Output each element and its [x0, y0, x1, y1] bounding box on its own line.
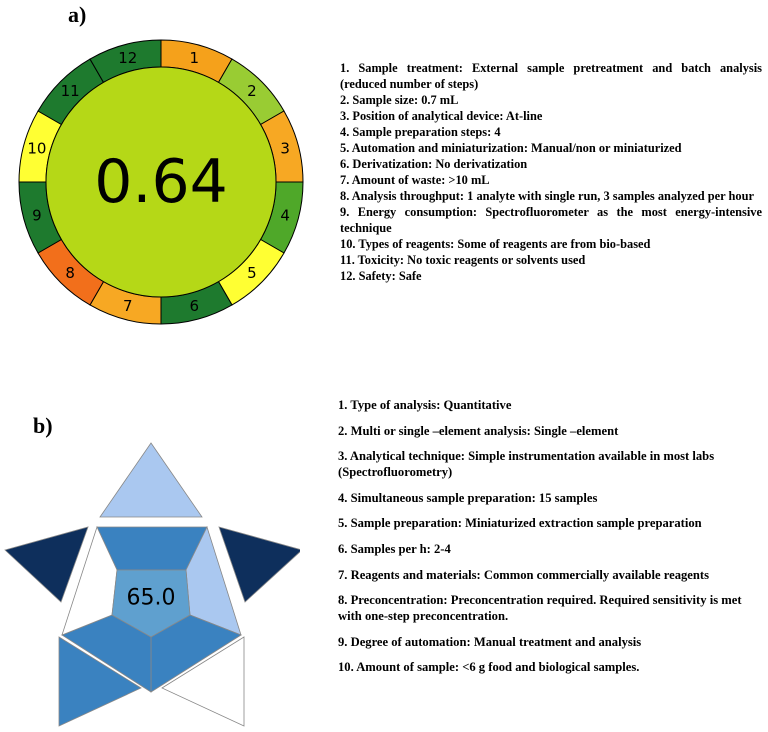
agree-criteria-list: 1. Sample treatment: External sample pre…: [340, 60, 762, 284]
bagi-center-pentagon: [111, 569, 191, 638]
bagi-criterion: 3. Analytical technique: Simple instrume…: [338, 449, 715, 479]
bagi-criterion: 7. Reagents and materials: Common commer…: [338, 567, 709, 582]
bagi-bottom-right-triangle: [161, 636, 245, 727]
panel-a-label: a): [68, 2, 87, 27]
bagi-criterion: 9. Degree of automation: Manual treatmen…: [338, 634, 642, 649]
bagi-criterion: 5. Sample preparation: Miniaturized extr…: [338, 516, 702, 531]
agree-segment-number: 4: [280, 206, 290, 224]
agree-criterion: 1. Sample treatment: External sample pre…: [340, 61, 762, 91]
bagi-criterion: 2. Multi or single –element analysis: Si…: [338, 423, 619, 438]
bagi-left-triangle: [4, 526, 89, 603]
bagi-criteria-list: 1. Type of analysis: Quantitative 2. Mult…: [338, 398, 758, 686]
agree-score: 0.64: [94, 147, 228, 217]
agree-segment-number: 3: [280, 140, 290, 158]
bagi-bottom-left-triangle: [58, 636, 142, 727]
bagi-criterion: 10. Amount of sample: <6 g food and biol…: [338, 660, 640, 675]
bagi-criterion: 1. Type of analysis: Quantitative: [338, 398, 512, 412]
agree-criterion: 5. Automation and miniaturization: Manua…: [340, 141, 682, 155]
agree-criterion: 12. Safety: Safe: [340, 269, 422, 283]
agree-criterion: 4. Sample preparation steps: 4: [340, 125, 501, 139]
agree-segment-number: 12: [118, 49, 137, 67]
bagi-pictogram: 65.0: [4, 442, 300, 727]
bagi-criterion: 4. Simultaneous sample preparation: 15 s…: [338, 490, 598, 505]
agree-criterion: 8. Analysis throughput: 1 analyte with s…: [340, 189, 755, 203]
agree-segment-number: 8: [65, 264, 75, 282]
agree-segment-number: 6: [189, 297, 199, 315]
agree-segment-number: 5: [247, 264, 257, 282]
agree-segment-number: 10: [27, 140, 46, 158]
agree-segment-number: 7: [123, 297, 133, 315]
agree-criterion: 6. Derivatization: No derivatization: [340, 157, 528, 171]
agree-criterion: 11. Toxicity: No toxic reagents or solve…: [340, 253, 586, 267]
bagi-criterion: 8. Preconcentration: Preconcentration re…: [338, 593, 742, 623]
bagi-score: 65.0: [127, 586, 176, 611]
agree-criterion: 9. Energy consumption: Spectrofluoromete…: [340, 205, 762, 235]
agree-segment-number: 9: [32, 206, 42, 224]
panel-b-label: b): [33, 413, 53, 438]
agree-criterion: 10. Types of reagents: Some of reagents …: [340, 237, 651, 251]
bagi-right-triangle: [218, 526, 300, 603]
bagi-criterion: 6. Samples per h: 2-4: [338, 541, 451, 556]
agree-criterion: 3. Position of analytical device: At-lin…: [340, 109, 543, 123]
agree-center-circle: [45, 66, 277, 298]
agree-criterion: 2. Sample size: 0.7 mL: [340, 93, 459, 107]
agree-segment-number: 11: [61, 82, 80, 100]
agree-segment-number: 1: [189, 49, 199, 67]
agree-segment-number: 2: [247, 82, 257, 100]
bagi-top-triangle: [99, 442, 203, 518]
agree-criterion: 7. Amount of waste: >10 mL: [340, 173, 490, 187]
